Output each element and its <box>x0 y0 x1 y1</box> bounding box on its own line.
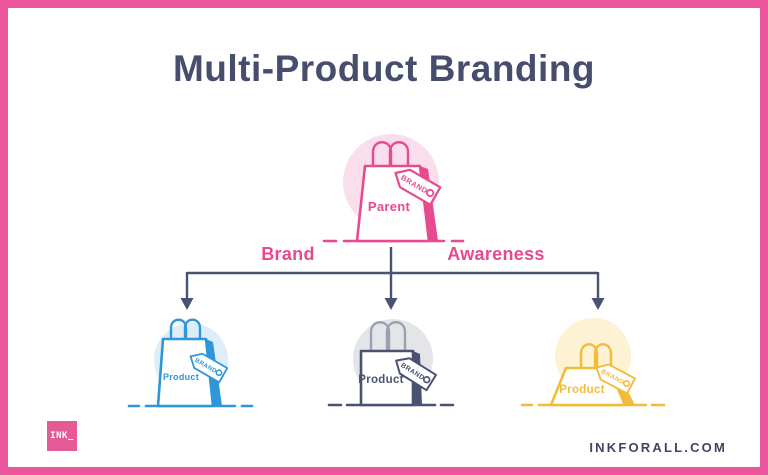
bag-handle-icon <box>385 321 407 354</box>
bag-handle-icon <box>593 343 613 372</box>
product-bag-yellow-illustration: BRAND Product <box>520 318 666 407</box>
brand-tag-icon: BRAND <box>189 352 229 384</box>
product-label: Product <box>559 384 605 396</box>
website-url: INKFORALL.COM <box>589 440 727 455</box>
product-bag-blue-illustration: BRAND Product <box>127 318 254 408</box>
bag-handle-icon <box>388 141 410 172</box>
product-label: Product <box>163 372 199 382</box>
product-label: Product <box>358 374 404 386</box>
arrow-down-icon <box>180 298 194 310</box>
brand-tag-icon: BRAND <box>395 357 438 392</box>
parent-brand-bag-illustration: BRAND Parent <box>322 134 465 243</box>
page-title: Multi-Product Branding <box>172 48 596 89</box>
ink-logo: INK_ <box>47 421 77 451</box>
bag-handle-icon <box>579 343 599 372</box>
bag-handle-icon <box>369 321 391 354</box>
parent-label: Parent <box>368 199 411 214</box>
brand-tag-icon: BRAND <box>394 168 442 206</box>
bag-handle-icon <box>183 318 202 344</box>
brand-tag-icon: BRAND <box>595 363 636 395</box>
product-bag-navy-illustration: BRAND Product <box>327 319 455 407</box>
arrow-down-icon <box>384 298 398 310</box>
edge-label-brand: Brand <box>261 244 315 264</box>
arrow-down-icon <box>591 298 605 310</box>
edge-label-awareness: Awareness <box>447 244 545 264</box>
ink-logo-text: INK_ <box>50 431 74 441</box>
